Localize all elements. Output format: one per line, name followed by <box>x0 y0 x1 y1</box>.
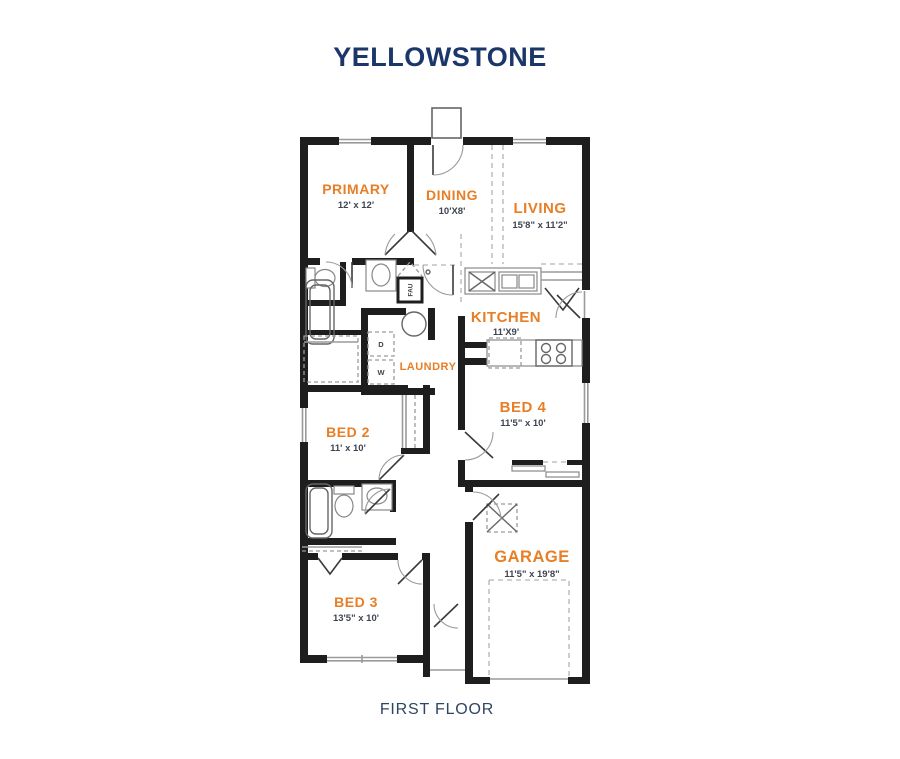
entry-porch <box>431 107 462 139</box>
primary-bath-door <box>325 261 353 289</box>
fau-label: FAU <box>408 283 415 296</box>
kitchen-counter-bottom <box>486 339 583 367</box>
linen-shelf <box>302 546 362 552</box>
vanity-sink-icon <box>365 259 397 292</box>
garage-fixtures <box>486 503 570 677</box>
window-bed4-right <box>582 383 590 423</box>
room-dims-bed3: 13'5" x 10' <box>333 613 379 624</box>
laundry-room: D W <box>367 311 427 385</box>
room-label-bed3: BED 3 <box>334 594 378 610</box>
room-dims-living: 15'8" x 11'2" <box>512 220 567 231</box>
water-heater-icon <box>401 311 427 337</box>
hall-bath <box>302 483 393 576</box>
cabinet-x-icon <box>468 271 496 292</box>
dryer-icon: D <box>367 331 395 357</box>
toilet2-icon <box>333 485 355 518</box>
walk-in-closet <box>303 335 359 383</box>
room-dims-garage: 11'5" x 19'8" <box>504 569 559 580</box>
room-dims-bed2: 11' x 10' <box>330 443 366 454</box>
walls <box>300 137 590 684</box>
room-label-garage: GARAGE <box>494 548 569 566</box>
plan-title: YELLOWSTONE <box>333 42 547 72</box>
room-label-dining: DINING <box>426 187 478 203</box>
water-heater-platform <box>486 503 518 533</box>
room-dims-dining: 10'X8' <box>439 206 466 217</box>
washer-icon: W <box>367 359 395 385</box>
bed4-closet <box>511 465 580 478</box>
room-label-bed4: BED 4 <box>500 399 547 416</box>
bed4-door <box>464 431 494 461</box>
window-bed3-bottom <box>327 655 397 663</box>
fau-closet: FAU <box>397 261 431 297</box>
primary-bath: FAU <box>303 259 431 383</box>
bath2-door <box>364 488 391 515</box>
window-primary-top <box>339 137 371 145</box>
dryer-label: D <box>378 340 384 349</box>
doors <box>325 144 583 629</box>
bedroom-hall-door <box>422 264 454 296</box>
room-dims-kitchen: 11'X9' <box>493 327 519 338</box>
bed2-door <box>378 454 405 481</box>
washer-label: W <box>377 368 385 377</box>
garage-entry-door <box>472 491 502 521</box>
window-bed2-left <box>300 408 308 442</box>
refrigerator-space <box>488 337 522 369</box>
pantry-shelves <box>541 271 582 312</box>
window-living-top <box>513 137 546 145</box>
stove-icon <box>535 339 573 367</box>
room-dims-primary: 12' x 12' <box>338 200 374 211</box>
windows <box>300 137 590 680</box>
room-label-primary: PRIMARY <box>322 181 390 197</box>
primary-double-doors <box>384 230 437 256</box>
room-dims-bed4: 11'5" x 10' <box>500 418 545 429</box>
bed3-closet-bifold <box>317 557 343 576</box>
bed3-door <box>397 559 423 585</box>
toilet-icon <box>305 267 336 289</box>
garage-parking-outline <box>488 579 570 677</box>
kitchen-fixtures <box>464 267 583 369</box>
bed2-closet <box>401 395 416 448</box>
room-label-bed2: BED 2 <box>326 424 370 440</box>
kitchen-sink-icon <box>498 271 538 292</box>
vanity-sink2-icon <box>361 483 393 511</box>
floor-label: FIRST FLOOR <box>379 701 495 718</box>
room-label-kitchen: KITCHEN <box>471 309 541 326</box>
kitchen-patio-door <box>555 291 583 319</box>
bathtub-icon <box>305 279 335 345</box>
dashed-lines <box>414 145 582 463</box>
bathtub2-icon <box>305 483 333 539</box>
room-labels: PRIMARY 12' x 12' DINING 10'X8' LIVING 1… <box>322 181 569 624</box>
entry-door <box>432 144 464 176</box>
room-label-living: LIVING <box>513 200 566 217</box>
room-label-laundry: LAUNDRY <box>400 361 457 373</box>
vestibule-door <box>433 603 459 629</box>
